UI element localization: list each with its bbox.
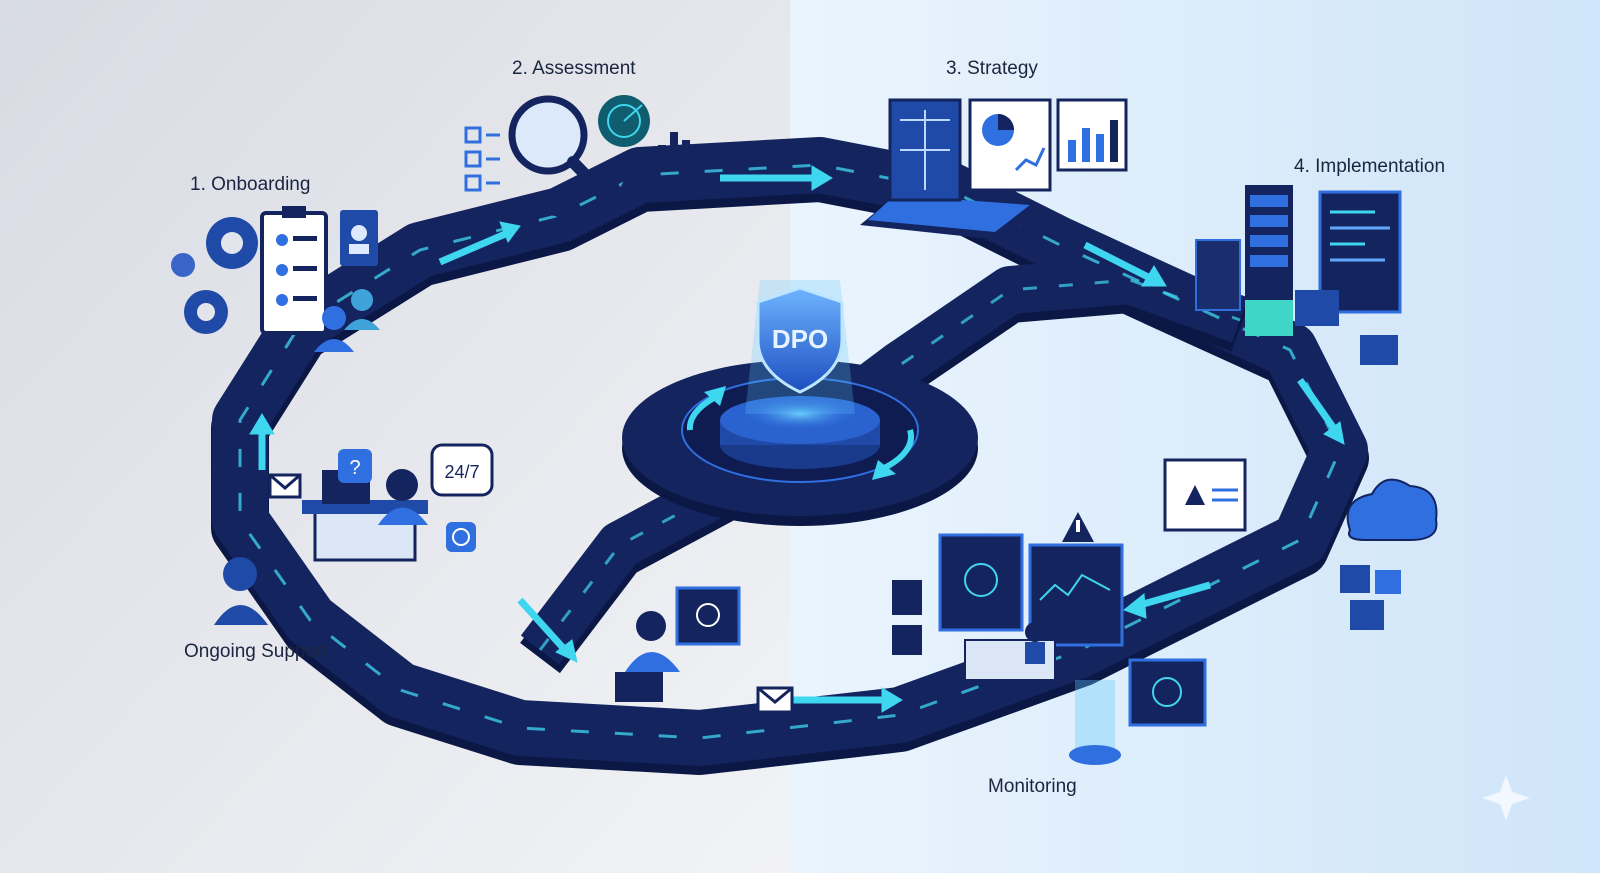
- arrow-icon: [249, 413, 275, 435]
- support-illustration: ? 24/7: [214, 443, 494, 625]
- svg-text:?: ?: [349, 457, 360, 479]
- gear-icon: [171, 217, 258, 334]
- email-icon: [268, 473, 302, 499]
- monitoring-illustration: [892, 458, 1438, 765]
- stage-label-strategy: 3. Strategy: [946, 58, 1038, 79]
- headset-agent-icon: [214, 557, 268, 625]
- arrow-icon: [1323, 421, 1345, 445]
- refresh-icon: [446, 522, 476, 552]
- shield-icon: [756, 286, 844, 394]
- users-icon: [314, 289, 380, 352]
- magnifier-icon: [508, 95, 612, 202]
- email-icon: [756, 686, 794, 714]
- center-hub: DPO: [622, 280, 978, 526]
- help-bubble-icon: ?: [338, 449, 372, 483]
- sparkle-icon: [1482, 775, 1530, 821]
- arrow-icon: [555, 639, 578, 663]
- arrow-icon: [1122, 593, 1147, 619]
- analyst-illustration: [615, 586, 741, 702]
- cubes-icon: [1340, 565, 1401, 630]
- arrow-icon: [811, 165, 833, 191]
- alert-window-icon: [1163, 458, 1247, 532]
- stage-label-ongoing-support: Ongoing Support: [184, 641, 328, 662]
- implementation-illustration: [1195, 185, 1402, 365]
- profile-card-icon: [340, 210, 378, 266]
- checklist-icon: [464, 126, 500, 192]
- cycle-arrow-icon: [878, 429, 915, 473]
- center-dpo-text: DPO: [772, 324, 828, 354]
- cloud-icon: [1346, 478, 1438, 541]
- stage-label-implementation: 4. Implementation: [1294, 156, 1446, 177]
- bar-stack-icon: [658, 132, 690, 163]
- stage-label-onboarding: 1. Onboarding: [190, 174, 311, 195]
- arrow-icon: [499, 221, 521, 244]
- hologram-pad-icon: [1069, 680, 1121, 765]
- warning-triangle-icon: [1062, 512, 1094, 542]
- arrow-icon: [881, 687, 903, 713]
- onboarding-illustration: [171, 206, 380, 352]
- pie-chart-document-icon: [968, 98, 1052, 192]
- stage-label-assessment: 2. Assessment: [512, 58, 636, 79]
- svg-text:24/7: 24/7: [444, 462, 479, 482]
- arrow-icon: [1139, 581, 1211, 609]
- dashboard-screens-icon: [892, 533, 1124, 655]
- arrow-icon: [1297, 377, 1338, 433]
- radar-icon: [598, 95, 650, 147]
- bar-chart-screen-icon: [1056, 98, 1128, 172]
- blueprint-icon: [860, 98, 1040, 240]
- server-rack-icon: [1245, 185, 1293, 305]
- assessment-illustration: [464, 95, 690, 217]
- arrow-icon: [438, 228, 512, 266]
- operator-icon: [964, 622, 1056, 681]
- magnifier-small-icon: [541, 175, 659, 217]
- arrow-icon: [1083, 241, 1152, 282]
- flow-arrows: [249, 165, 1345, 713]
- strategy-illustration: [860, 98, 1128, 240]
- building-blocks-icon: [1245, 290, 1398, 365]
- monitor-icon: [1128, 658, 1207, 727]
- cycle-track: [211, 137, 1369, 775]
- arrow-icon: [1141, 265, 1167, 287]
- chat-bubble-247-icon: 24/7: [430, 443, 494, 497]
- stage-label-monitoring: Monitoring: [988, 776, 1077, 797]
- clipboard-icon: [260, 206, 328, 335]
- arrow-icon: [517, 597, 568, 653]
